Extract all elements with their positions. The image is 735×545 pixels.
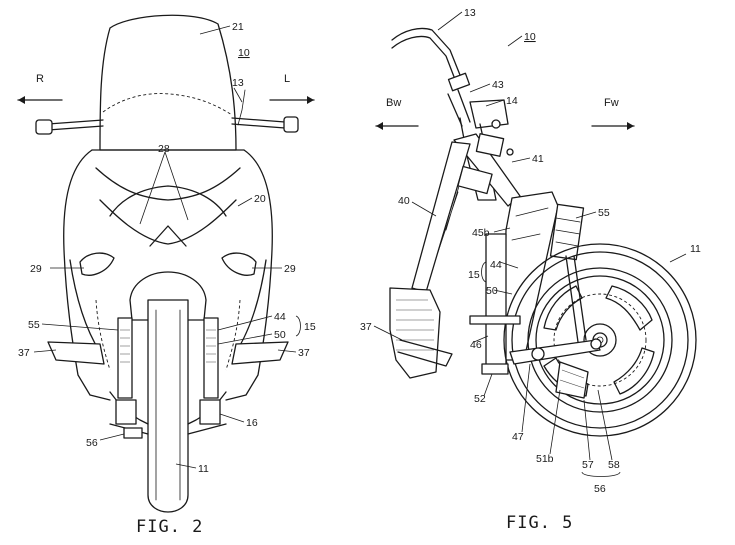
fig5-label-52: 52	[474, 393, 486, 405]
fig2-dir-right: R	[36, 73, 44, 85]
front-wheel	[503, 243, 697, 437]
fig2-label-29-left: 29	[30, 263, 42, 275]
fig5-label-44: 44	[490, 259, 502, 271]
fig5-label-40: 40	[398, 195, 410, 207]
fig5-label-55: 55	[598, 207, 610, 219]
fig5-label-50: 50	[486, 285, 498, 297]
fig2-label-44: 44	[274, 311, 286, 323]
fig5-dir-forward: Fw	[604, 97, 619, 109]
fig2-label-11: 11	[198, 463, 209, 475]
fig5-label-15: 15	[468, 269, 480, 281]
fig5-label-43: 43	[492, 79, 504, 91]
fig5-label-46: 46	[470, 339, 482, 351]
handlebar-stem	[391, 27, 471, 127]
fig2-dir-left: L	[284, 73, 290, 85]
fig5-label-56: 56	[594, 483, 606, 495]
fig5-label-45b: 45b	[472, 227, 490, 239]
fork-link-arms	[411, 133, 521, 293]
fig2-label-56: 56	[86, 437, 98, 449]
fig2-label-10: 10	[238, 47, 250, 59]
suspension-tubes	[485, 191, 559, 367]
fig2-front-view: 21 10 13 28 20 29 29 44 55 50 15 37 37 1…	[17, 14, 316, 537]
fig2-leader-lines	[33, 25, 301, 469]
fig5-label-10: 10	[524, 31, 536, 43]
fig2-label-50: 50	[274, 329, 286, 341]
fig5-caption: FIG. 5	[506, 513, 573, 533]
windscreen	[99, 14, 237, 151]
fig5-label-47: 47	[512, 431, 524, 443]
fig2-label-13: 13	[232, 77, 244, 89]
handlebars	[35, 89, 299, 135]
fig5-label-14: 14	[506, 95, 518, 107]
fig5-label-58: 58	[608, 459, 620, 471]
fig5-label-57: 57	[582, 459, 594, 471]
fig2-caption: FIG. 2	[136, 517, 203, 537]
body-mount-37	[389, 287, 453, 379]
fig5-side-view: 13 10 43 14 41 40 55 45b 11 44 15 50 37 …	[360, 7, 701, 533]
fig2-label-37-left: 37	[18, 347, 30, 359]
shock-absorber	[549, 203, 587, 343]
fig5-label-51b: 51b	[536, 453, 554, 465]
fig5-dir-back: Bw	[386, 97, 401, 109]
fig2-label-37-right: 37	[298, 347, 310, 359]
front-fork-assembly	[109, 317, 227, 439]
fig5-label-13: 13	[464, 7, 476, 19]
fig5-direction-arrows	[375, 122, 635, 130]
fig5-label-41: 41	[532, 153, 544, 165]
fig2-direction-arrows	[17, 96, 315, 104]
fig2-label-16: 16	[246, 417, 258, 429]
fig5-label-11: 11	[690, 243, 701, 255]
fig5-leader-lines	[373, 11, 687, 477]
footboards	[47, 341, 289, 365]
fig2-label-55: 55	[28, 319, 40, 331]
fig2-label-21: 21	[232, 21, 244, 33]
lower-link-arms	[469, 315, 602, 375]
fig5-label-37: 37	[360, 321, 372, 333]
fig2-label-20: 20	[254, 193, 266, 205]
front-fender-and-wheel	[129, 271, 207, 513]
fig2-label-29-right: 29	[284, 263, 296, 275]
fig2-label-15: 15	[304, 321, 316, 333]
fig2-label-28: 28	[158, 143, 170, 155]
